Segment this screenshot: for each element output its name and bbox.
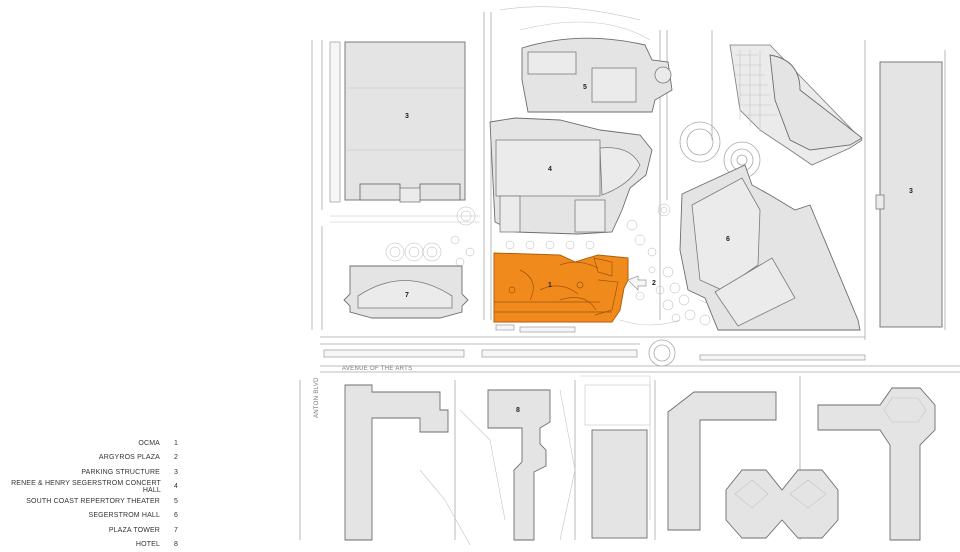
legend-item: OCMA 1 <box>0 436 178 451</box>
northeast-garden <box>730 45 862 165</box>
label-parking-west: 3 <box>405 113 409 120</box>
legend-item: PARKING STRUCTURE 3 <box>0 465 178 480</box>
south-coast-repertory-theater: 5 <box>522 38 672 112</box>
legend-item-number: 2 <box>160 454 178 461</box>
legend-item-name: ARGYROS PLAZA <box>99 454 160 461</box>
label-plaza-tower: 7 <box>405 292 409 299</box>
map-legend: OCMA 1 ARGYROS PLAZA 2 PARKING STRUCTURE… <box>0 436 178 552</box>
segerstrom-concert-hall: 4 <box>490 118 652 234</box>
label-ocma: 1 <box>548 282 552 289</box>
legend-item-name: SEGERSTROM HALL <box>89 512 161 519</box>
legend-item-number: 5 <box>160 498 178 505</box>
legend-item-number: 4 <box>161 483 178 490</box>
argyros-plaza: 2 <box>628 276 656 290</box>
hotel: 8 <box>488 390 550 540</box>
south-office-building <box>345 385 448 540</box>
legend-item-name: PLAZA TOWER <box>109 527 160 534</box>
legend-item-number: 8 <box>160 541 178 548</box>
plaza-tower: 7 <box>344 266 468 318</box>
legend-item-name: RENEE & HENRY SEGERSTROM CONCERT HALL <box>0 480 161 494</box>
label-parking-east: 3 <box>909 188 913 195</box>
legend-item: RENEE & HENRY SEGERSTROM CONCERT HALL 4 <box>0 480 178 495</box>
legend-item-name: OCMA <box>138 440 160 447</box>
legend-item-name: PARKING STRUCTURE <box>81 469 160 476</box>
street-avenue-of-the-arts: AVENUE OF THE ARTS <box>342 366 412 372</box>
legend-item: HOTEL 8 <box>0 538 178 552</box>
legend-item-number: 1 <box>160 440 178 447</box>
segerstrom-hall: 6 <box>680 165 860 330</box>
parking-structure-east: 3 <box>876 62 942 327</box>
label-repertory: 5 <box>583 84 587 91</box>
label-hotel: 8 <box>516 407 520 414</box>
legend-item: ARGYROS PLAZA 2 <box>0 451 178 466</box>
label-segerstrom-hall: 6 <box>726 236 730 243</box>
ocma-building: 1 <box>494 253 628 332</box>
legend-item-number: 3 <box>160 469 178 476</box>
legend-item-name: SOUTH COAST REPERTORY THEATER <box>26 498 160 505</box>
legend-item: SOUTH COAST REPERTORY THEATER 5 <box>0 494 178 509</box>
legend-item-number: 6 <box>160 512 178 519</box>
label-concert-hall: 4 <box>548 166 552 173</box>
parking-structure-west: 3 <box>330 42 465 202</box>
legend-item: SEGERSTROM HALL 6 <box>0 509 178 524</box>
label-plaza: 2 <box>652 280 656 287</box>
legend-item: PLAZA TOWER 7 <box>0 523 178 538</box>
street-anton-blvd: ANTON BLVD <box>314 377 320 418</box>
legend-item-name: HOTEL <box>136 541 160 548</box>
legend-item-number: 7 <box>160 527 178 534</box>
